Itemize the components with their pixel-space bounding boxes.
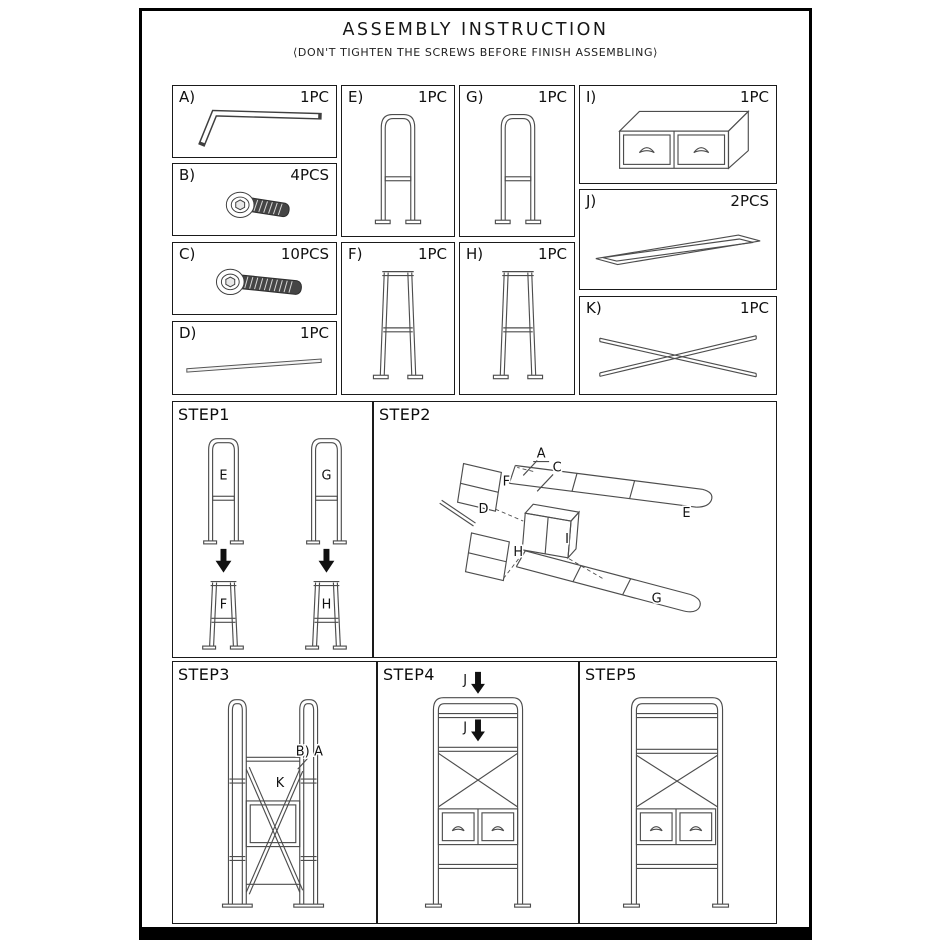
part-quantity: 10PCS <box>280 245 329 263</box>
part-box-i: I) 1PC <box>579 85 777 184</box>
part-ref-j-mid: J <box>462 720 467 735</box>
page-title: ASSEMBLY INSTRUCTION <box>342 20 609 40</box>
part-letter: F) <box>348 245 363 263</box>
part-quantity: 4PCS <box>290 166 329 184</box>
step5-panel: STEP5 <box>579 661 777 924</box>
part-letter: K) <box>586 299 602 317</box>
part-letter: H) <box>466 245 484 263</box>
part-ref-h: H <box>322 597 332 612</box>
part-box-b: B) 4PCS <box>172 163 337 236</box>
part-quantity: 1PC <box>739 299 769 317</box>
part-box-j: J) 2PCS <box>579 189 777 290</box>
part-quantity: 1PC <box>537 245 567 263</box>
part-box-g: G) 1PC <box>459 85 575 237</box>
allen-key-icon <box>198 109 322 147</box>
step4-diagram: J J <box>424 671 532 908</box>
support-rod-icon <box>186 358 322 373</box>
step1-panel: STEP1 <box>172 401 373 658</box>
down-arrow-icon <box>471 719 485 742</box>
part-letter: E) <box>348 88 364 106</box>
part-letter: C) <box>179 245 196 263</box>
part-quantity: 2PCS <box>730 192 769 210</box>
step4-title: STEP4 <box>383 665 435 684</box>
part-ref-g: G <box>321 468 331 483</box>
part-ref-g: G <box>652 591 662 606</box>
part-ref-k: K <box>276 776 285 791</box>
step3-diagram: K B) A <box>221 699 325 908</box>
part-box-c: C) 10PCS <box>172 242 337 315</box>
part-ref-a: A <box>314 744 323 759</box>
part-quantity: 1PC <box>417 245 447 263</box>
part-ref-b: B) <box>296 744 310 759</box>
part-box-k: K) 1PC <box>579 296 777 395</box>
part-box-d: D) 1PC <box>172 321 337 395</box>
arched-frame-icon <box>494 114 542 225</box>
sheet-header: ASSEMBLY INSTRUCTION ⟨DON'T TIGHTEN THE … <box>142 20 809 59</box>
ladder-frame-icon <box>492 271 544 380</box>
step2-title: STEP2 <box>379 405 431 424</box>
part-ref-d: D <box>478 502 488 517</box>
part-letter: A) <box>179 88 196 106</box>
hex-screw-long-icon <box>215 268 302 296</box>
shelf-frame-icon <box>595 234 761 266</box>
down-arrow-icon <box>215 548 232 573</box>
part-ref-e: E <box>682 506 690 521</box>
cross-brace-icon <box>599 335 757 378</box>
part-letter: I) <box>586 88 597 106</box>
part-quantity: 1PC <box>739 88 769 106</box>
part-box-e: E) 1PC <box>341 85 455 237</box>
step2-diagram: A C F D H I E G <box>439 445 713 613</box>
part-box-a: A) 1PC <box>172 85 337 158</box>
page-subtitle: ⟨DON'T TIGHTEN THE SCREWS BEFORE FINISH … <box>293 46 658 59</box>
part-letter: G) <box>466 88 484 106</box>
part-quantity: 1PC <box>417 88 447 106</box>
part-letter: J) <box>586 192 597 210</box>
down-arrow-icon <box>318 548 335 573</box>
step1-diagram: E G F H <box>202 438 347 650</box>
step3-panel: STEP3 K B) <box>172 661 377 924</box>
part-letter: B) <box>179 166 196 184</box>
part-ref-e: E <box>219 468 227 483</box>
step2-panel: STEP2 <box>373 401 777 658</box>
part-box-h: H) 1PC <box>459 242 575 395</box>
part-quantity: 1PC <box>299 88 329 106</box>
step1-title: STEP1 <box>178 405 230 424</box>
step3-title: STEP3 <box>178 665 230 684</box>
part-ref-i: I <box>565 532 569 547</box>
drawer-box-icon <box>618 110 750 170</box>
part-ref-f: F <box>503 474 510 489</box>
part-ref-h: H <box>513 545 523 560</box>
part-quantity: 1PC <box>299 324 329 342</box>
part-ref-j-top: J <box>462 673 467 688</box>
part-quantity: 1PC <box>537 88 567 106</box>
part-ref-f: F <box>220 597 227 612</box>
part-letter: D) <box>179 324 197 342</box>
assembly-sheet: ASSEMBLY INSTRUCTION ⟨DON'T TIGHTEN THE … <box>139 8 812 940</box>
ladder-frame-icon <box>372 271 424 380</box>
hex-screw-short-icon <box>225 191 290 218</box>
part-ref-a: A <box>537 447 546 462</box>
step5-diagram <box>622 697 730 908</box>
part-box-f: F) 1PC <box>341 242 455 395</box>
step4-panel: STEP4 J J <box>377 661 579 924</box>
step5-title: STEP5 <box>585 665 637 684</box>
part-ref-c: C <box>553 460 562 475</box>
down-arrow-icon <box>471 671 485 694</box>
arched-frame-icon <box>374 114 422 225</box>
